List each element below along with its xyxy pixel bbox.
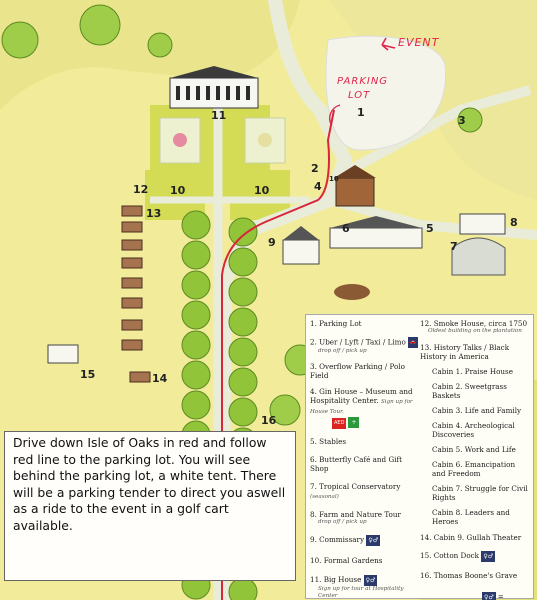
legend-item: Cabin 4. Archeological Discoveries [432, 421, 515, 439]
directions-note: Drive down Isle of Oaks in red and follo… [4, 431, 296, 581]
map-number-16: 16 [261, 414, 277, 427]
parking-lot-handwritten-2: LOT [348, 90, 371, 101]
map-number-9: 9 [268, 236, 276, 249]
legend-item: 11. Big House ♀♂Sign up for tour at Hosp… [310, 575, 404, 599]
legend-item: 3. Overflow Parking / Polo Field [310, 362, 405, 380]
map-number-3: 3 [458, 114, 466, 127]
legend-item: 6. Butterfly Café and Gift Shop [310, 455, 403, 473]
map-number-6: 6 [342, 222, 350, 235]
legend-item: 10. Formal Gardens [310, 556, 383, 565]
legend-item: Cabin 3. Life and Family [432, 406, 522, 415]
restroom-icon: ♀♂ [481, 551, 496, 562]
uber-icon: 🚗 [407, 337, 419, 348]
map-number-8: 8 [510, 216, 518, 229]
legend-item: 9. Commissary ♀♂ [310, 535, 381, 546]
map-number-1: 1 [357, 106, 365, 119]
event-arrow-icon [381, 37, 396, 51]
gin-house [335, 177, 375, 207]
map-number-15: 15 [80, 368, 96, 381]
legend-item: 16. Thomas Boone's Grave [420, 571, 518, 580]
legend-restrooms-key: ♀♂= Restrooms [482, 592, 530, 600]
legend-item: Cabin 7. Struggle for Civil Rights [432, 484, 528, 502]
restroom-icon: ♀♂ [482, 592, 496, 600]
legend-item: 4. Gin House – Museum and Hospitality Ce… [310, 387, 413, 415]
map-number-10-left: 10 [170, 184, 186, 197]
legend-item: Cabin 8. Leaders and Heroes [432, 508, 510, 526]
cabins [121, 205, 151, 383]
legend-safety-icons: AED+ [310, 416, 422, 429]
map-number-5: 5 [426, 222, 434, 235]
restroom-icon: ♀♂ [363, 575, 378, 586]
legend-item: Cabin 6. Emancipation and Freedom [432, 460, 516, 478]
aed-icon: AED [332, 418, 347, 429]
map-number-4: 4 [314, 180, 322, 193]
map-number-11: 11 [211, 109, 227, 122]
farm-tour-tram [459, 213, 506, 235]
map-number-12: 12 [133, 183, 149, 196]
main-road [215, 0, 353, 600]
horse [334, 284, 370, 300]
legend-item: Cabin 5. Work and Life [432, 445, 516, 454]
red-route-line [221, 109, 335, 600]
map-number-2: 2 [311, 162, 319, 175]
garden-flower-right [258, 133, 272, 147]
lot-arrow-icon [329, 104, 341, 125]
map-number-13: 13 [146, 207, 162, 220]
map-number-7: 7 [450, 240, 458, 253]
map-number-10-right: 10 [254, 184, 270, 197]
upper-meadow [0, 0, 300, 110]
legend-item: 1. Parking Lot [310, 319, 362, 328]
tropical-conservatory [451, 237, 506, 276]
cotton-dock [47, 344, 79, 364]
legend-item: 5. Stables [310, 437, 347, 446]
parking-lot-handwritten-1: PARKING [337, 76, 389, 87]
legend-item: 14. Cabin 9. Gullah Theater [420, 533, 522, 542]
big-house-roof [170, 66, 258, 78]
legend-item: 2. Uber / Lyft / Taxi / Limo🚗drop off / … [310, 337, 419, 354]
big-house-building [169, 77, 259, 109]
legend-item: 13. History Talks / Black History in Ame… [420, 343, 510, 361]
map-number-10-gin: 10 [329, 175, 339, 183]
legend-item: 7. Tropical Conservatory (seasonal) [310, 482, 401, 500]
east-road [347, 85, 532, 175]
map-legend: 1. Parking Lot 2. Uber / Lyft / Taxi / L… [305, 314, 534, 600]
parking-lot-area [325, 35, 447, 151]
legend-item: 15. Cotton Dock ♀♂ [420, 551, 496, 562]
garden-flower-left [173, 133, 187, 147]
first-aid-icon: + [348, 417, 360, 428]
restroom-icon: ♀♂ [366, 535, 381, 546]
event-label: EVENT [398, 36, 440, 49]
map-number-14: 14 [152, 372, 168, 385]
legend-item: Cabin 2. Sweetgrass Baskets [432, 382, 507, 400]
legend-item: Cabin 1. Praise House [432, 367, 513, 376]
legend-left-column: 1. Parking Lot 2. Uber / Lyft / Taxi / L… [310, 319, 422, 600]
commissary-building [282, 239, 320, 265]
